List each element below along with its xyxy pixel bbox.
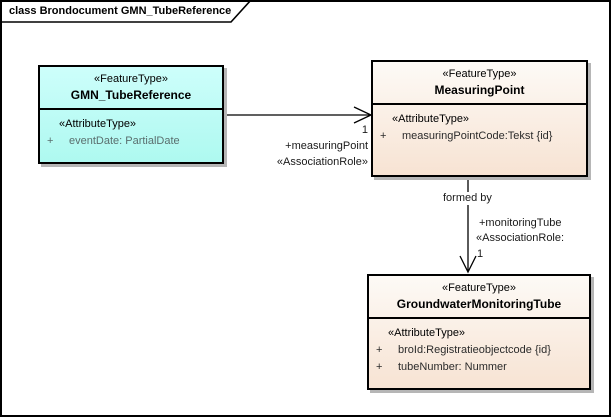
attribute-text: eventDate: PartialDate: [69, 135, 180, 147]
attribute-visibility: +: [380, 130, 387, 142]
attribute-text: broId:Registratieobjectcode {id}: [398, 344, 551, 356]
class-stereotype: «FeatureType»: [442, 282, 516, 294]
association-measuringpoint-arrow[interactable]: [223, 106, 373, 124]
association-role-label[interactable]: +monitoringTube: [479, 217, 562, 229]
class-name: GroundwaterMonitoringTube: [396, 297, 562, 311]
class-name: MeasuringPoint: [434, 83, 525, 97]
class-box-groundwatermonitoringtube[interactable]: «FeatureType» GroundwaterMonitoringTube …: [367, 274, 591, 390]
class-name: GMN_TubeReference: [70, 88, 192, 102]
association-name-label[interactable]: formed by: [441, 192, 494, 205]
attribute-text: tubeNumber: Nummer: [398, 361, 507, 373]
association-target-multiplicity[interactable]: 1: [361, 124, 368, 136]
attribute-row[interactable]: + measuringPointCode:Tekst {id}: [379, 130, 584, 143]
attribute-stereotype: «AttributeType»: [59, 118, 137, 130]
attribute-stereotype: «AttributeType»: [392, 113, 470, 125]
association-target-multiplicity[interactable]: 1: [477, 248, 484, 260]
class-attributes: «AttributeType» + eventDate: PartialDate: [40, 110, 222, 150]
class-stereotype: «FeatureType»: [442, 68, 517, 80]
association-measuringpoint-labels: 1 +measuringPoint «AssociationRole»: [253, 124, 368, 172]
attribute-visibility: +: [376, 344, 383, 356]
class-attributes: «AttributeType» + measuringPointCode:Tek…: [373, 105, 586, 145]
frame-title-tab: [2, 2, 251, 23]
attribute-visibility: +: [376, 361, 383, 373]
attribute-row[interactable]: + eventDate: PartialDate: [46, 135, 220, 148]
class-header: «FeatureType» MeasuringPoint: [373, 62, 586, 105]
class-box-gmn-tubereference[interactable]: «FeatureType» GMN_TubeReference «Attribu…: [38, 65, 224, 164]
attribute-text: measuringPointCode:Tekst {id}: [402, 130, 553, 142]
association-stereotype-label[interactable]: «AssociationRole:: [476, 232, 565, 244]
class-box-measuringpoint[interactable]: «FeatureType» MeasuringPoint «AttributeT…: [371, 60, 588, 177]
class-attributes: «AttributeType» + broId:Registratieobjec…: [369, 319, 589, 376]
attribute-row[interactable]: + broId:Registratieobjectcode {id}: [375, 344, 587, 357]
association-role-label[interactable]: +measuringPoint: [285, 140, 368, 152]
class-header: «FeatureType» GroundwaterMonitoringTube: [369, 276, 589, 319]
class-header: «FeatureType» GMN_TubeReference: [40, 67, 222, 110]
attribute-visibility: +: [47, 135, 54, 147]
class-stereotype: «FeatureType»: [94, 73, 168, 85]
attribute-row[interactable]: + tubeNumber: Nummer: [375, 361, 587, 374]
attribute-stereotype: «AttributeType»: [388, 327, 466, 339]
association-stereotype-label[interactable]: «AssociationRole»: [276, 156, 368, 168]
diagram-frame-title: class Brondocument GMN_TubeReference: [9, 5, 232, 17]
